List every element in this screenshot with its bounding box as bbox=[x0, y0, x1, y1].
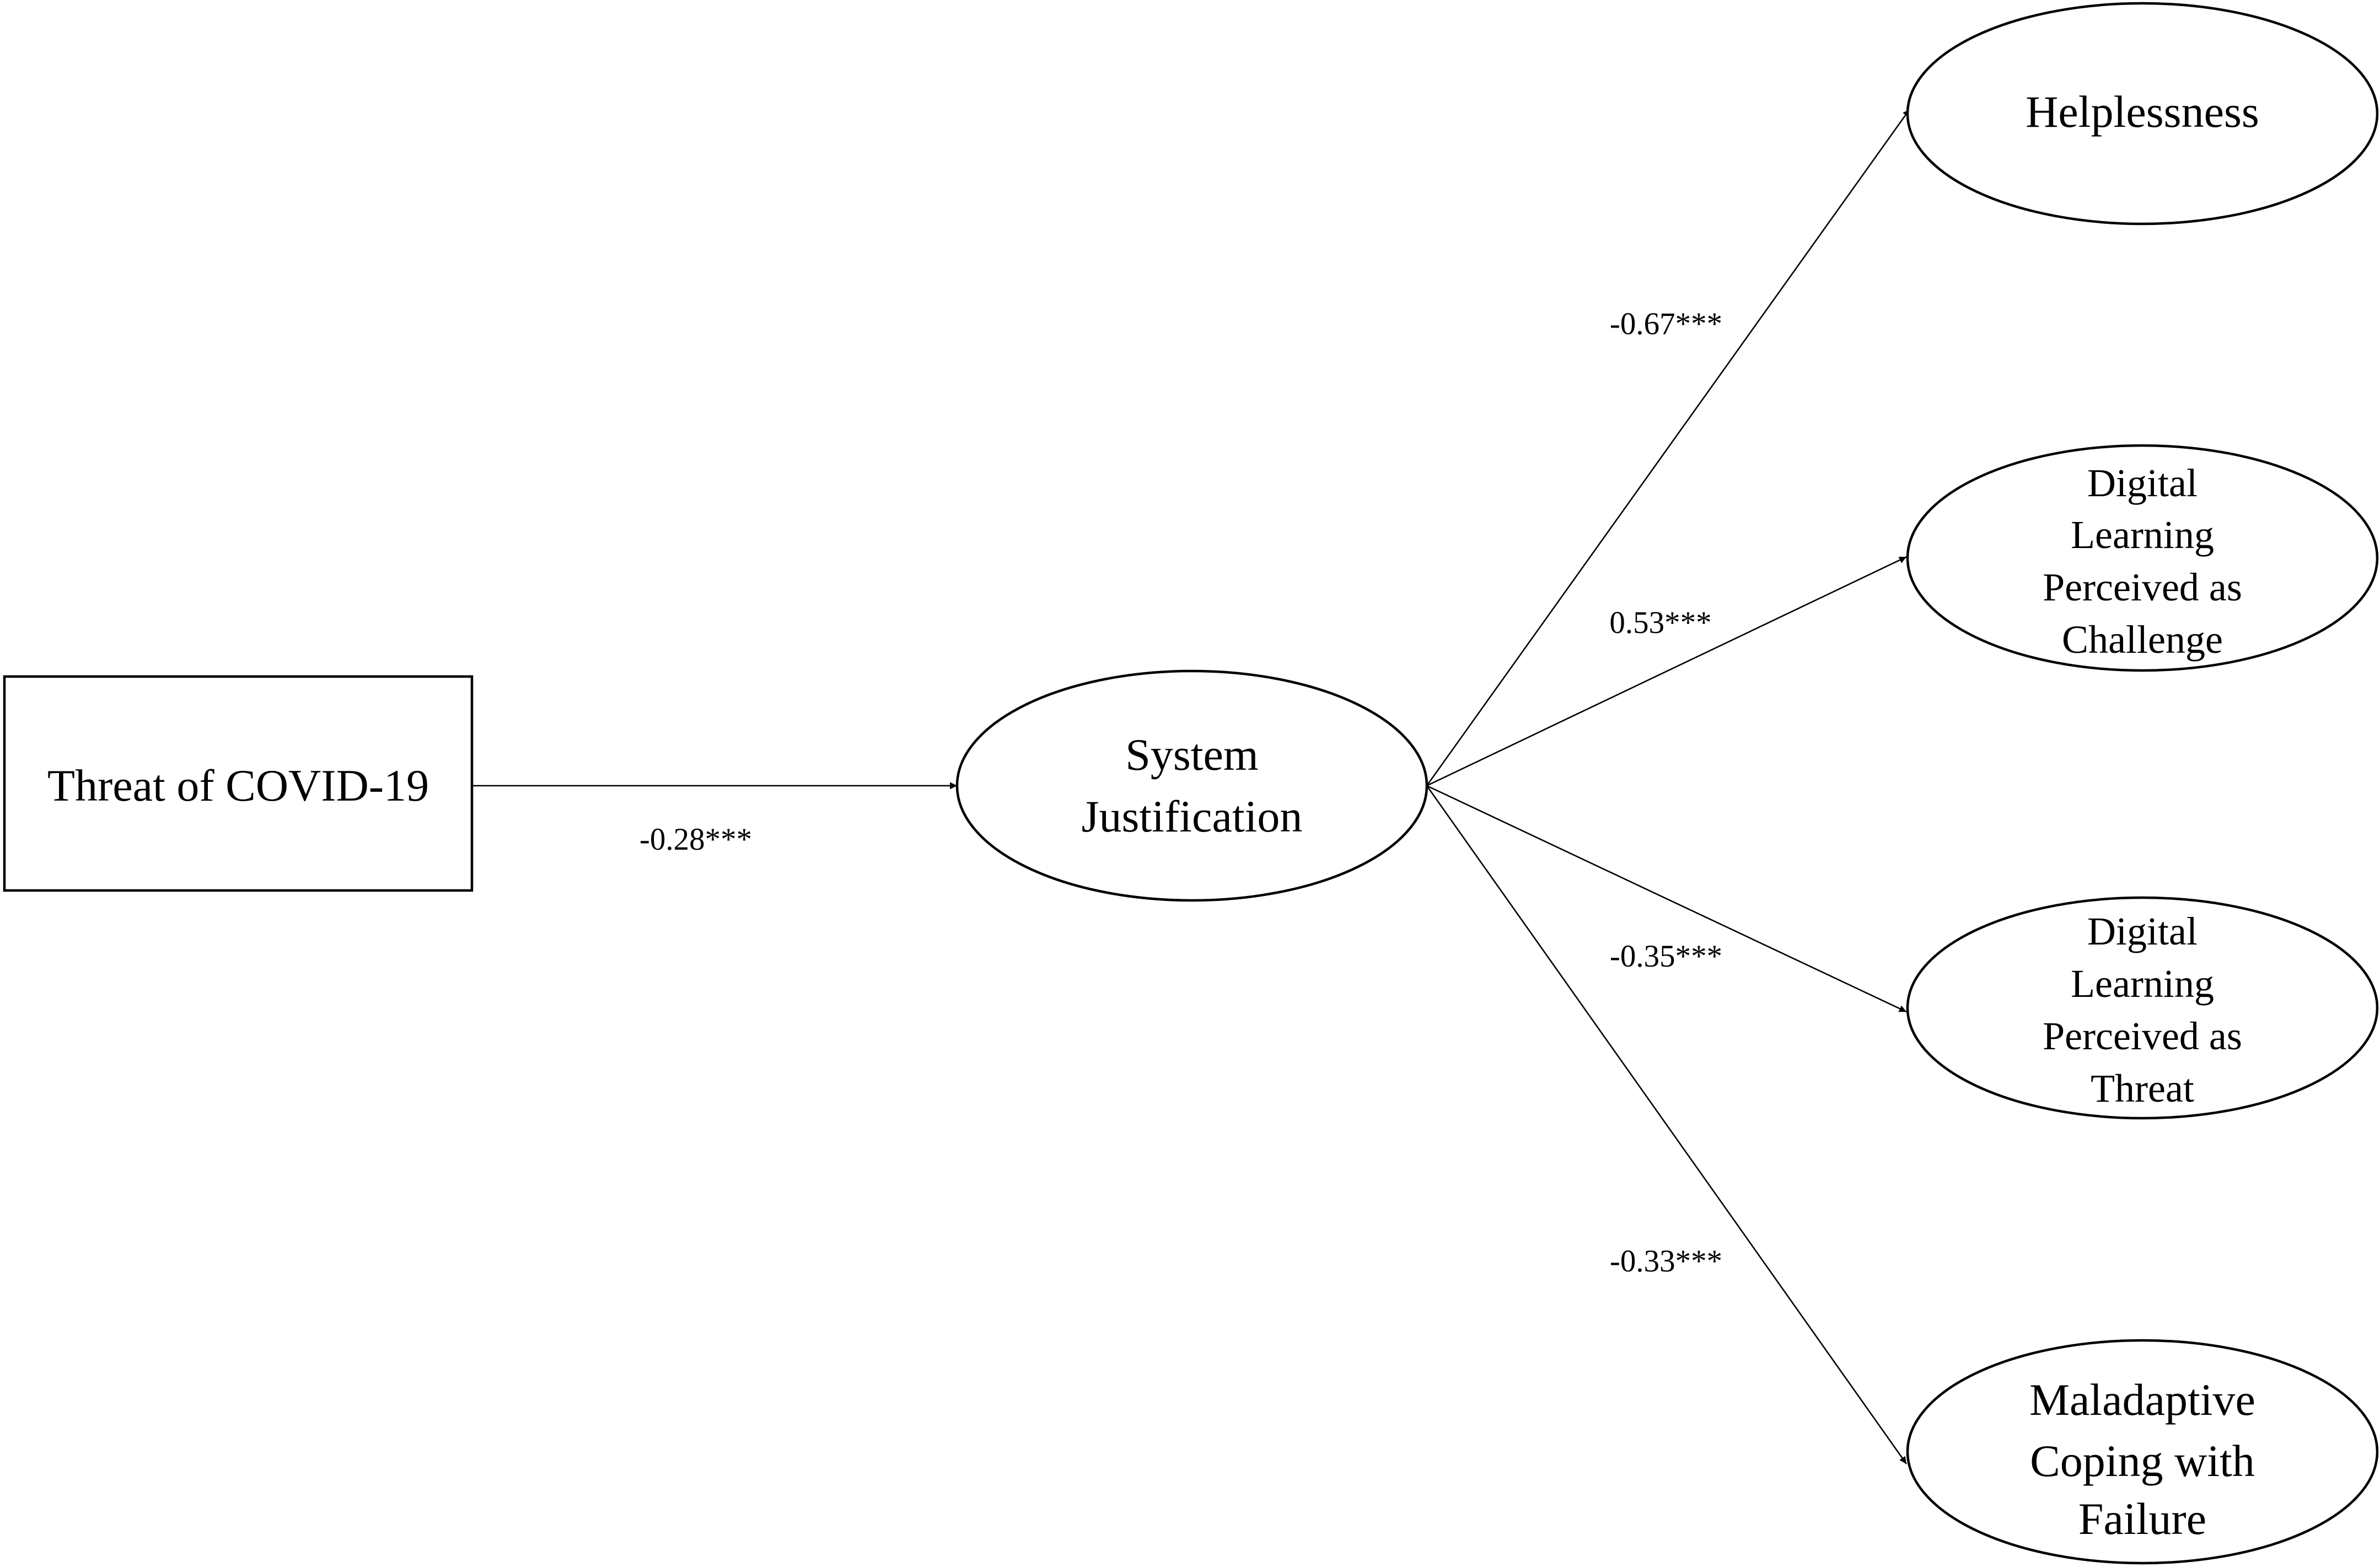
path-system-justification-to-maladaptive bbox=[1426, 785, 1908, 1464]
node-threat-outcome-line-1: Digital bbox=[2087, 909, 2198, 953]
node-threat-label: Threat of COVID-19 bbox=[47, 760, 429, 811]
node-threat-outcome-line-4: Threat bbox=[2091, 1066, 2194, 1110]
node-threat-box bbox=[3, 675, 474, 892]
node-system-justification: System Justification bbox=[955, 669, 1428, 902]
node-challenge: Digital Learning Perceived as Challenge bbox=[1906, 444, 2379, 672]
node-threat-outcome-ellipse bbox=[1906, 896, 2379, 1120]
node-maladaptive-line-1: Maladaptive bbox=[2029, 1375, 2255, 1425]
node-helplessness-label: Helplessness bbox=[2026, 87, 2259, 137]
path-system-justification-to-challenge bbox=[1426, 556, 1907, 787]
node-system-justification-ellipse bbox=[955, 669, 1428, 902]
node-maladaptive: Maladaptive Coping with Failure bbox=[1906, 1339, 2379, 1565]
node-challenge-line-1: Digital bbox=[2087, 461, 2198, 505]
coefficient-threat-outcome: -0.35*** bbox=[1610, 939, 1722, 974]
node-helplessness: Helplessness bbox=[1906, 2, 2379, 226]
coefficient-challenge: 0.53*** bbox=[1609, 605, 1711, 640]
node-challenge-line-4: Challenge bbox=[2062, 618, 2223, 662]
node-maladaptive-line-2: Coping with bbox=[2030, 1436, 2255, 1486]
node-system-justification-line-2: Justification bbox=[1082, 791, 1303, 841]
node-threat-of-covid: Threat of COVID-19 bbox=[3, 675, 474, 892]
node-maladaptive-ellipse bbox=[1906, 1339, 2379, 1565]
node-helplessness-ellipse bbox=[1906, 2, 2379, 226]
node-threat-outcome-line-3: Perceived as bbox=[2043, 1014, 2242, 1058]
node-challenge-line-2: Learning bbox=[2071, 513, 2214, 557]
node-system-justification-line-1: System bbox=[1125, 729, 1258, 780]
node-threat-outcome-line-2: Learning bbox=[2071, 962, 2214, 1006]
coefficient-maladaptive: -0.33*** bbox=[1610, 1244, 1722, 1279]
path-system-justification-to-helplessness bbox=[1426, 109, 1911, 786]
node-threat-outcome: Digital Learning Perceived as Threat bbox=[1906, 896, 2379, 1120]
coefficient-helplessness: -0.67*** bbox=[1610, 307, 1722, 341]
coefficient-threat-to-system-justification: -0.28*** bbox=[640, 822, 752, 857]
node-challenge-ellipse bbox=[1906, 444, 2379, 672]
path-system-justification-to-threat-outcome bbox=[1426, 785, 1907, 1013]
node-maladaptive-line-3: Failure bbox=[2078, 1494, 2206, 1544]
node-challenge-line-3: Perceived as bbox=[2043, 565, 2242, 609]
